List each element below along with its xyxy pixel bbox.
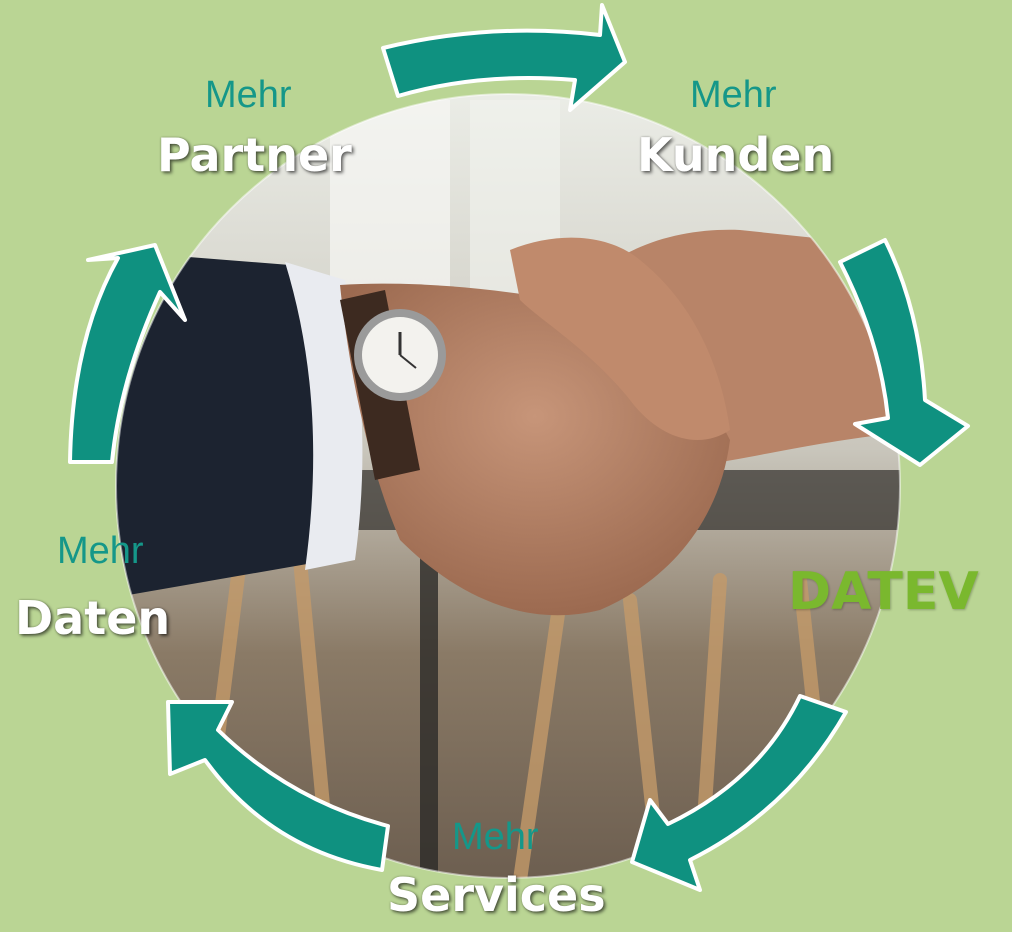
partner-label: Partner (157, 128, 352, 182)
arrow-top (381, 3, 627, 112)
daten-label: Daten (15, 591, 171, 645)
kunden-label: Kunden (637, 128, 835, 182)
arrow-left (68, 243, 187, 464)
daten-prefix: Mehr (57, 530, 144, 572)
brand-logo: DATEV (788, 562, 979, 622)
kunden-prefix: Mehr (690, 74, 777, 116)
arrow-bottom-left (166, 700, 390, 872)
services-prefix: Mehr (452, 816, 539, 858)
partner-prefix: Mehr (205, 74, 292, 116)
services-label: Services (387, 868, 606, 922)
arrow-right (838, 238, 970, 467)
arrow-bottom-right (630, 694, 848, 892)
